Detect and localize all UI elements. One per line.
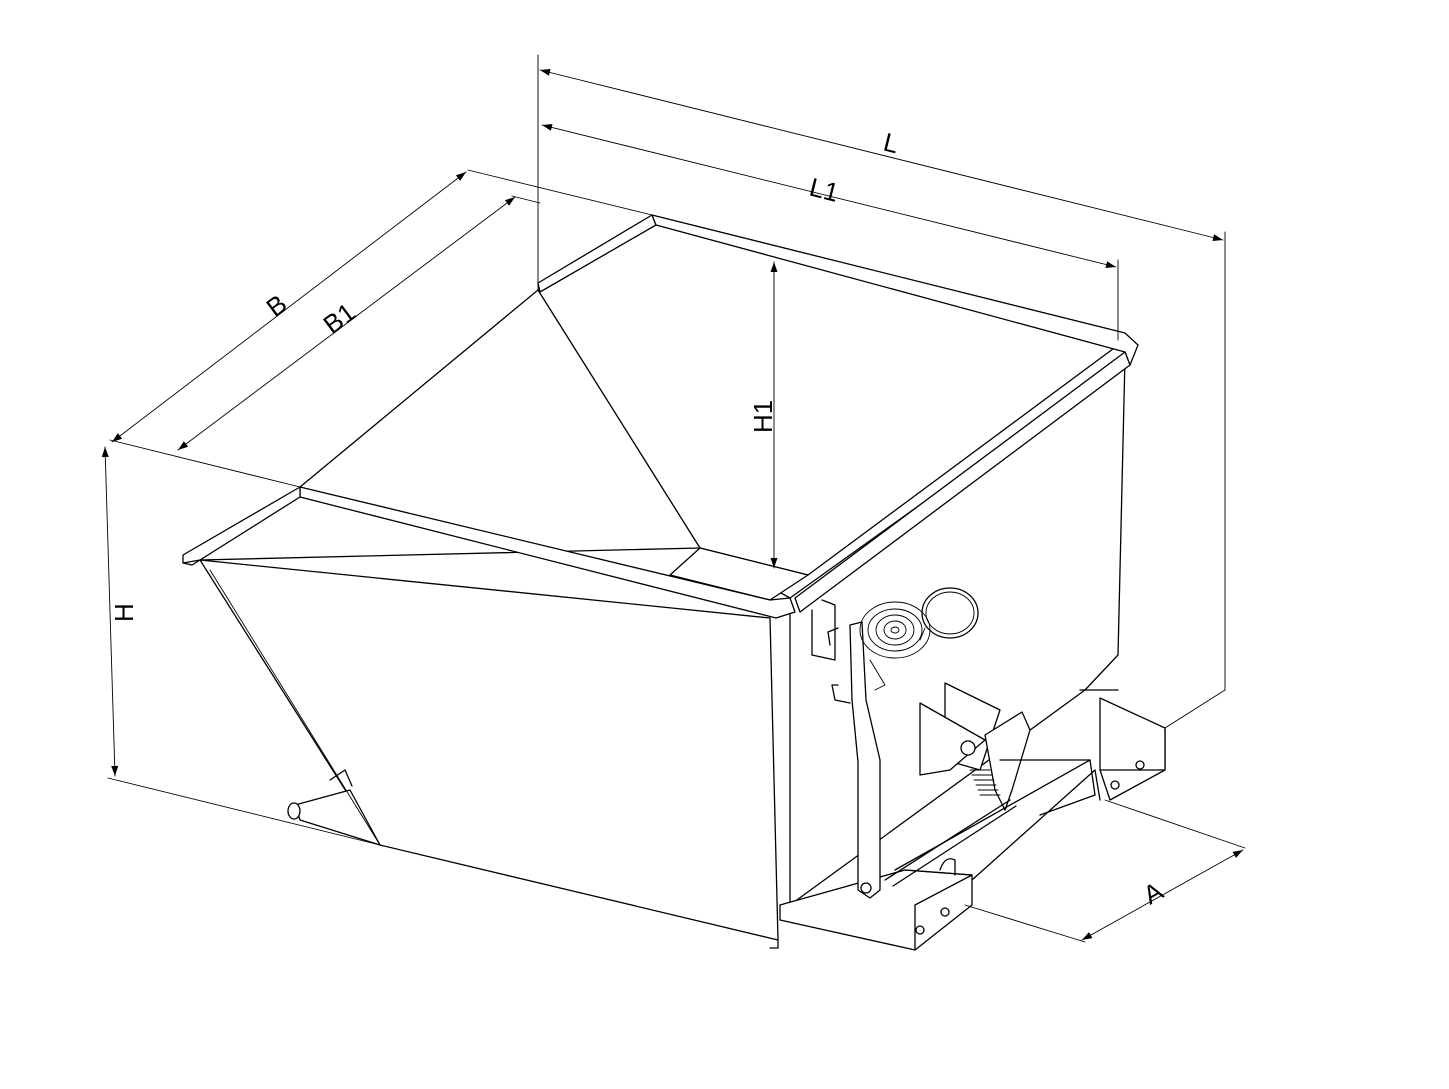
fork-pocket-back-face xyxy=(1100,730,1166,771)
dim-L-ext-right-foot xyxy=(1164,689,1226,729)
base-frame xyxy=(779,689,1166,951)
dim-B1-ext xyxy=(511,195,541,204)
dim-H-label: H xyxy=(109,603,139,622)
rod-1-b xyxy=(892,805,1017,887)
rim-right xyxy=(794,351,1131,613)
rod-spring xyxy=(969,769,1001,796)
lever-pivot xyxy=(860,882,872,894)
dim-B1-line xyxy=(177,196,516,451)
spring-link xyxy=(869,659,886,691)
frame-rail xyxy=(971,769,1101,881)
dim-H1-label: H1 xyxy=(748,400,778,433)
pull-ring xyxy=(921,587,979,639)
ring-link xyxy=(919,627,926,641)
front-panel-fold xyxy=(769,939,779,949)
hopper-bottom-pin xyxy=(287,802,301,820)
bolt-1 xyxy=(1135,760,1145,770)
dim-H-line xyxy=(101,446,119,777)
rim-corner xyxy=(182,559,201,564)
hopper-edge xyxy=(329,769,353,787)
rim-left xyxy=(182,486,301,566)
front-wall-fold xyxy=(209,569,381,846)
latch-pin xyxy=(960,740,976,756)
bolt-2 xyxy=(1110,780,1120,790)
back-wall-fold xyxy=(537,289,701,549)
hook-bracket xyxy=(811,599,836,661)
release-mechanism xyxy=(811,587,1096,899)
lever-hook xyxy=(831,684,851,704)
dim-H-ext-bottom xyxy=(107,777,381,846)
dim-A-ext-left xyxy=(964,904,1086,943)
u-bolt xyxy=(939,858,956,876)
fork-pocket-front-edge xyxy=(904,869,973,951)
cross-bar xyxy=(999,759,1096,816)
dim-A-line xyxy=(1081,849,1244,941)
dim-L1-label: L1 xyxy=(807,172,842,208)
dim-B-ext-right xyxy=(467,169,653,216)
rod-2 xyxy=(894,759,1091,871)
hook xyxy=(827,627,839,646)
bolt-3 xyxy=(940,907,950,917)
release-lever xyxy=(849,621,881,899)
dim-B-ext-left xyxy=(109,439,301,488)
dim-B-line xyxy=(111,171,467,443)
pull-ring-inner xyxy=(925,591,975,635)
dim-B-label: B xyxy=(261,288,293,322)
side-panel-front xyxy=(199,559,779,941)
dim-A-label: A xyxy=(1138,875,1169,910)
dim-B1-label: B1 xyxy=(318,297,361,340)
fork-pocket-back xyxy=(1099,697,1166,801)
latch-plate xyxy=(919,702,986,776)
dim-L1-line xyxy=(541,124,1117,268)
bolt-4 xyxy=(915,925,925,935)
dim-A-ext-right xyxy=(1104,799,1246,849)
dim-L-label: L xyxy=(881,127,902,160)
